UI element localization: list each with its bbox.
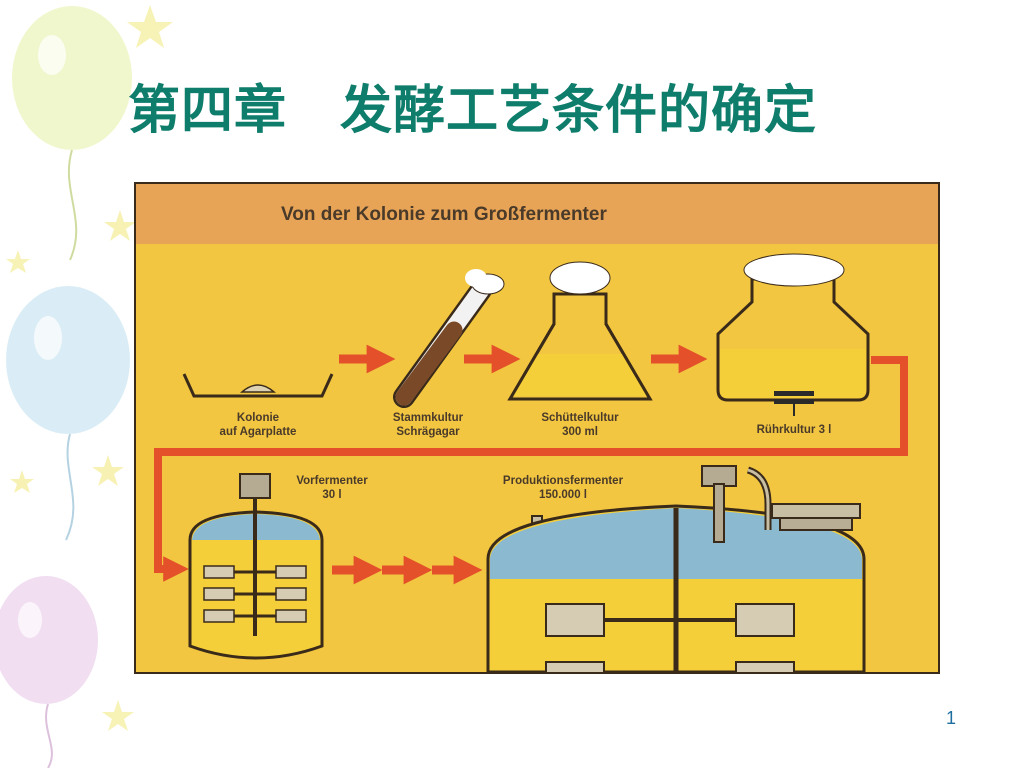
agar-plate-icon xyxy=(182,373,334,398)
stirred-label-1: Rührkultur 3 l xyxy=(757,424,832,436)
balloon-green-icon xyxy=(12,6,132,261)
tube-label-2: Schrägagar xyxy=(396,426,460,438)
agar-label-2: auf Agarplatte xyxy=(220,426,297,438)
test-tube-icon xyxy=(393,269,505,408)
scaleup-diagram: Von der Kolonie zum Großfermenter Koloni… xyxy=(136,184,938,672)
page-number: 1 xyxy=(946,708,957,728)
flask-label-1: Schüttelkultur xyxy=(541,412,619,424)
agar-label-1: Kolonie xyxy=(237,412,279,424)
production-label-1: Produktionsfermenter xyxy=(503,475,624,487)
balloon-purple-icon xyxy=(0,576,98,768)
balloon-blue-icon xyxy=(6,286,130,541)
production-label-2: 150.000 l xyxy=(539,489,587,501)
prefermenter-label-1: Vorfermenter xyxy=(296,475,368,487)
shake-flask-icon xyxy=(507,261,653,401)
connector-arrow xyxy=(154,356,908,582)
prefermenter-icon xyxy=(188,473,324,660)
header-band xyxy=(136,184,938,244)
prefermenter-label-2: 30 l xyxy=(322,489,341,501)
flask-label-2: 300 ml xyxy=(562,426,598,438)
production-fermenter-icon xyxy=(486,465,866,672)
tube-label-1: Stammkultur xyxy=(393,412,464,424)
diagram-heading: Von der Kolonie zum Großfermenter xyxy=(281,204,607,225)
fermentation-scaleup-figure: Von der Kolonie zum Großfermenter Koloni… xyxy=(134,182,940,674)
slide-title: 第四章 发酵工艺条件的确定 xyxy=(128,81,818,141)
stirred-flask-icon xyxy=(716,253,870,416)
star-decoration-icon xyxy=(6,5,173,731)
